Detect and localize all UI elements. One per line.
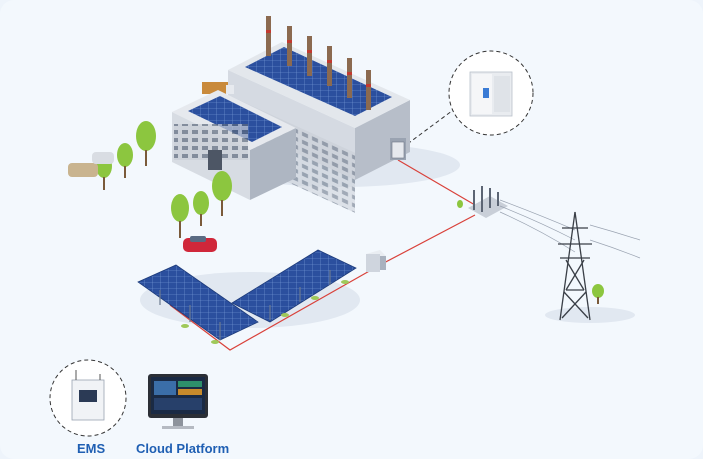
connection-lines xyxy=(169,159,476,351)
ems-label: EMS xyxy=(77,441,106,456)
transmission-tower xyxy=(558,211,592,321)
ems-callout xyxy=(49,359,127,437)
trees xyxy=(96,121,604,304)
pv-carports xyxy=(137,249,357,344)
cloud-platform-label: Cloud Platform xyxy=(136,441,230,456)
cabinet-callout xyxy=(448,50,534,136)
cloud-platform-monitor xyxy=(148,374,208,429)
inverter-box xyxy=(366,250,386,272)
cars xyxy=(68,152,217,252)
office-building xyxy=(172,90,296,200)
power-lines xyxy=(499,199,641,259)
substation xyxy=(468,186,508,218)
callout-leader xyxy=(401,104,461,149)
